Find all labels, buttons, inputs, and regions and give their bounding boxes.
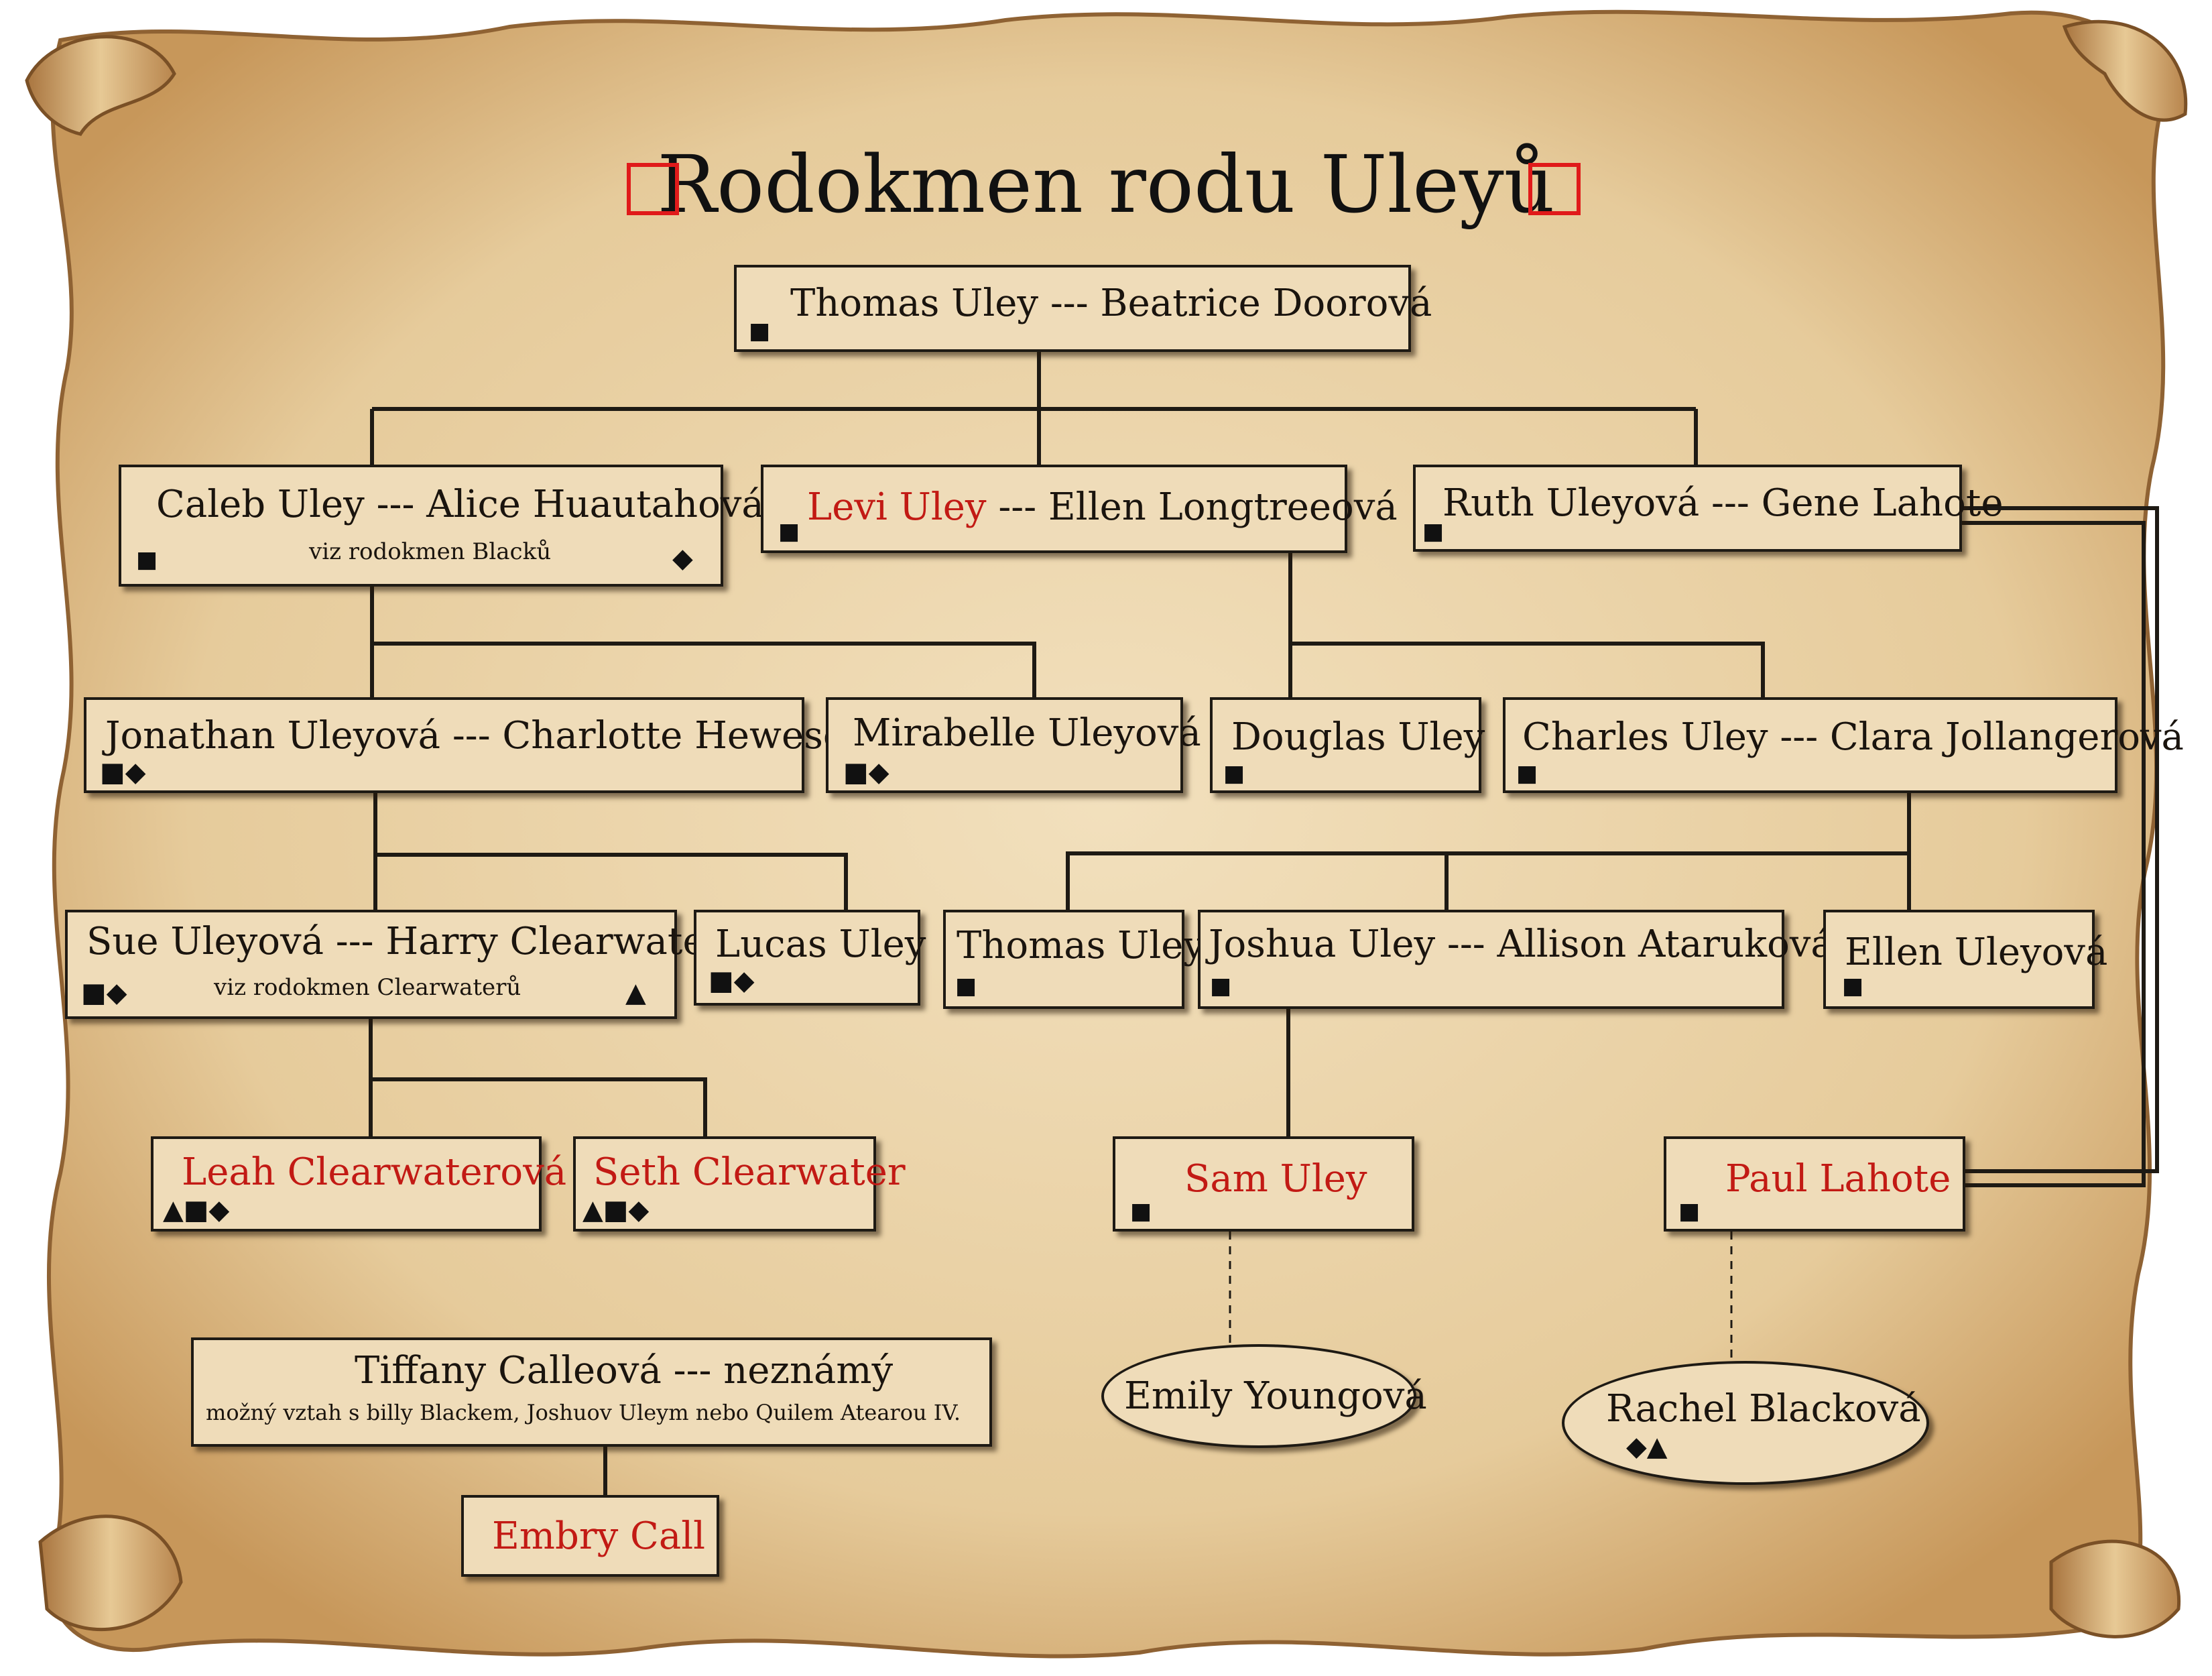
label-douglas: Douglas Uley bbox=[1231, 715, 1485, 759]
marks-douglas: ■ bbox=[1223, 760, 1245, 787]
box-ruth-gene: Ruth Uleyová --- Gene Lahote ■ bbox=[1413, 465, 2003, 552]
marks-lucas: ■◆ bbox=[709, 965, 755, 996]
label-paul: Paul Lahote bbox=[1725, 1157, 1951, 1201]
marks-jonathan-charlotte: ■◆ bbox=[100, 757, 146, 788]
label-leah: Leah Clearwaterová bbox=[182, 1150, 567, 1194]
label-joshua-allison: Joshua Uley --- Allison Ataruková bbox=[1209, 922, 1833, 966]
connector-jonathan-children bbox=[373, 793, 848, 910]
box-ellen-uleyova: Ellen Uleyová ■ bbox=[1823, 910, 2107, 1009]
label-tiffany: Tiffany Calleová --- neznámý bbox=[355, 1349, 894, 1392]
box-sam: Sam Uley ■ bbox=[1113, 1136, 1414, 1232]
label-sam: Sam Uley bbox=[1184, 1157, 1367, 1201]
scroll-curl-bottom-left bbox=[38, 1514, 183, 1632]
marks-sue-harry: ■◆ bbox=[81, 977, 127, 1008]
marks-levi-ellen: ■ bbox=[778, 518, 800, 545]
marks-rachel: ◆▲ bbox=[1626, 1431, 1668, 1462]
label-ruth-gene: Ruth Uleyová --- Gene Lahote bbox=[1442, 481, 2004, 525]
label-jonathan-charlotte: Jonathan Uleyová --- Charlotte Hewesová bbox=[105, 714, 889, 758]
note-sue-harry: viz rodokmen Clearwaterů bbox=[214, 974, 521, 1001]
box-embry: Embry Call bbox=[461, 1495, 719, 1577]
label-mirabelle: Mirabelle Uleyová bbox=[853, 711, 1201, 755]
box-seth: Seth Clearwater ▲■◆ bbox=[573, 1136, 906, 1232]
box-thomas-jr: Thomas Uley ■ bbox=[943, 910, 1205, 1009]
marks-joshua-allison: ■ bbox=[1210, 973, 1232, 1000]
label-seth: Seth Clearwater bbox=[593, 1150, 906, 1194]
connector-caleb-children bbox=[370, 587, 1036, 697]
connector-thomas-children bbox=[370, 352, 1698, 469]
marks-right-caleb-alice: ◆ bbox=[672, 543, 693, 574]
label-rachel: Rachel Blacková bbox=[1606, 1387, 1921, 1431]
box-jonathan-charlotte: Jonathan Uleyová --- Charlotte Hewesová … bbox=[84, 697, 889, 793]
marks-thomas-jr: ■ bbox=[955, 973, 977, 1000]
label-charles-clara: Charles Uley --- Clara Jollangerová bbox=[1522, 715, 2184, 759]
box-douglas: Douglas Uley ■ bbox=[1210, 697, 1485, 793]
marks-caleb-alice: ■ bbox=[136, 546, 158, 573]
box-joshua-allison: Joshua Uley --- Allison Ataruková ■ bbox=[1198, 910, 1833, 1009]
note-caleb-alice: viz rodokmen Blacků bbox=[309, 538, 552, 565]
marks-mirabelle: ■◆ bbox=[843, 757, 889, 788]
label-ellen-uleyova: Ellen Uleyová bbox=[1845, 931, 2108, 974]
label-thomas-beatrice: Thomas Uley --- Beatrice Doorová bbox=[790, 282, 1432, 325]
page-title: Rodokmen rodu Uleyů bbox=[657, 138, 1555, 231]
title-square-right-icon bbox=[1528, 163, 1581, 215]
scroll-curl-bottom-right bbox=[2049, 1539, 2181, 1638]
marks-seth: ▲■◆ bbox=[582, 1195, 650, 1225]
label-levi-ellen: Levi Uley --- Ellen Longtreeová bbox=[807, 486, 1398, 529]
marks-paul: ■ bbox=[1678, 1198, 1701, 1225]
box-lucas: Lucas Uley ■◆ bbox=[694, 910, 926, 1006]
label-sue-harry: Sue Uleyová --- Harry Clearwater bbox=[86, 920, 723, 963]
box-thomas-beatrice: Thomas Uley --- Beatrice Doorová ■ bbox=[734, 265, 1432, 352]
marks-leah: ▲■◆ bbox=[163, 1195, 230, 1225]
marks-sam: ■ bbox=[1130, 1198, 1152, 1225]
oval-rachel: Rachel Blacková ◆▲ bbox=[1562, 1361, 1929, 1485]
scroll-curl-top-left bbox=[25, 35, 176, 136]
connector-charles-children bbox=[1066, 793, 1911, 910]
label-ellen-longtreeova: --- Ellen Longtreeová bbox=[986, 485, 1398, 529]
box-paul: Paul Lahote ■ bbox=[1664, 1136, 1965, 1232]
box-tiffany: Tiffany Calleová --- neznámý možný vztah… bbox=[191, 1337, 992, 1447]
marks-ellen-uleyova: ■ bbox=[1842, 973, 1864, 1000]
box-leah: Leah Clearwaterová ▲■◆ bbox=[151, 1136, 566, 1232]
scroll-curl-top-right bbox=[2062, 19, 2188, 122]
connector-sue-children bbox=[369, 1019, 707, 1136]
note-tiffany: možný vztah s billy Blackem, Joshuov Ule… bbox=[206, 1400, 961, 1425]
box-caleb-alice: Caleb Uley --- Alice Huautahová viz rodo… bbox=[119, 465, 764, 587]
box-levi-ellen: Levi Uley --- Ellen Longtreeová ■ bbox=[761, 465, 1398, 553]
label-emily: Emily Youngová bbox=[1124, 1374, 1427, 1418]
label-levi-uley: Levi Uley bbox=[807, 485, 987, 529]
label-caleb-alice: Caleb Uley --- Alice Huautahová bbox=[156, 483, 764, 526]
box-sue-harry: Sue Uleyová --- Harry Clearwater viz rod… bbox=[65, 910, 723, 1019]
marks-thomas-beatrice: ■ bbox=[749, 318, 771, 345]
label-lucas: Lucas Uley bbox=[715, 922, 926, 966]
title-square-left-icon bbox=[627, 163, 679, 215]
marks-right-sue-harry: ▲ bbox=[625, 977, 646, 1008]
oval-emily: Emily Youngová bbox=[1101, 1344, 1427, 1448]
box-mirabelle: Mirabelle Uleyová ■◆ bbox=[826, 697, 1201, 793]
marks-ruth-gene: ■ bbox=[1422, 518, 1445, 545]
connector-levi-children bbox=[1288, 553, 1765, 697]
connector-ruth-paul bbox=[1962, 506, 2159, 1187]
box-charles-clara: Charles Uley --- Clara Jollangerová ■ bbox=[1503, 697, 2184, 793]
label-thomas-jr: Thomas Uley bbox=[957, 924, 1205, 967]
label-embry: Embry Call bbox=[492, 1514, 706, 1558]
marks-charles-clara: ■ bbox=[1516, 760, 1538, 787]
